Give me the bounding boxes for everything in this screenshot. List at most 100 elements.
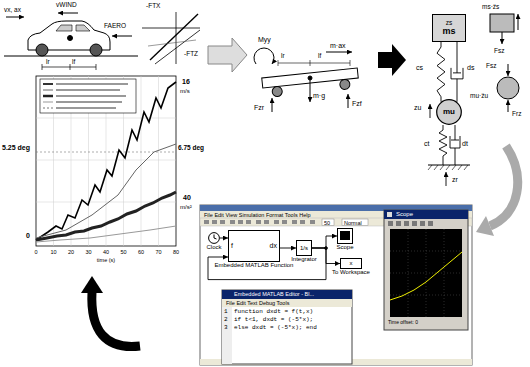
time-series-chart [56, 101, 122, 103]
scope-icon [338, 229, 353, 244]
time-series-chart [43, 83, 128, 109]
flow-arrow [208, 38, 247, 72]
line-number: 3 [224, 325, 228, 332]
block-text: ms [442, 27, 455, 37]
simulink-window [322, 219, 334, 226]
tick-label: 80 [173, 249, 179, 255]
force-plot-sketch [142, 28, 200, 29]
scope-block-shape [337, 228, 353, 244]
editor-window [222, 290, 352, 364]
menu-bar: File Edit Text Debug Tools [226, 300, 289, 306]
axis-value: 5.25 deg [2, 144, 30, 152]
wind-label: vWIND [56, 1, 77, 8]
branch-point [325, 247, 328, 250]
force-plot-sketch [176, 12, 177, 64]
time-series-chart [56, 107, 116, 109]
block-caption: To Workspace [332, 269, 370, 276]
mass-free-body [508, 64, 509, 76]
block-caption: Clock [206, 244, 221, 251]
time-series-chart [36, 76, 176, 246]
time-series-chart [36, 192, 176, 240]
vehicle-illustration [112, 36, 132, 37]
free-body-diagram [278, 60, 279, 66]
free-body-diagram [254, 48, 274, 64]
simulink-window [212, 220, 217, 224]
force-label: Fsz [494, 47, 504, 54]
mass-free-body [497, 77, 519, 99]
vehicle-illustration [56, 25, 90, 31]
axis-unit: m/s² [180, 204, 192, 211]
simulink-window [238, 220, 243, 224]
window-title: Embedded MATLAB Editor - Bl... [234, 291, 314, 297]
force-label: ms·z̈s [482, 3, 499, 10]
tick-label: 0 [34, 249, 37, 255]
toolbar-field: 50 [324, 220, 330, 226]
simulink-window [204, 220, 315, 224]
clock-icon [214, 235, 217, 240]
force-label: -FTZ [184, 50, 198, 57]
suspension-element [451, 42, 463, 102]
simulink-window [220, 220, 225, 224]
menu-bar: File Edit View Simulation Format Tools H… [204, 212, 310, 218]
scope-window [428, 221, 433, 226]
tick-label: 40 [103, 249, 109, 255]
scope-window [384, 210, 468, 219]
block-caption: Scope [336, 244, 353, 251]
status-text: Time offset: 0 [388, 320, 418, 326]
axis-value: 0 [26, 232, 30, 240]
simulink-window [264, 220, 269, 224]
editor-window [222, 299, 352, 307]
scope-window [390, 295, 462, 296]
simulink-window [310, 220, 315, 224]
force-plot-sketch [142, 12, 200, 64]
free-body-diagram [326, 52, 352, 53]
time-series-chart [36, 76, 176, 246]
flow-arrow [81, 276, 103, 293]
scope-block: Scope [332, 228, 358, 251]
axis-value: 6.75 deg [178, 144, 204, 151]
flow-arrow [490, 146, 518, 226]
code-line: else dxdt = (-5*x); end [234, 325, 317, 332]
quarter-car-model [428, 165, 468, 170]
free-body-diagram [339, 79, 350, 90]
force-label: m·ax [330, 42, 346, 50]
simulink-window [274, 220, 279, 224]
simulink-window [230, 220, 235, 224]
dimension-label: lr [281, 52, 285, 59]
line-number: 1 [224, 309, 228, 316]
vehicle-illustration [68, 36, 73, 41]
vehicle-illustration [70, 64, 71, 70]
free-body-diagram [308, 76, 312, 80]
matlab-function-block-shape: fdx [228, 230, 280, 262]
scope-window [390, 229, 462, 317]
time-series-chart [56, 95, 126, 97]
clock-block-icon [208, 232, 220, 244]
spring-label: cs [416, 64, 423, 72]
block-text: mu [443, 108, 455, 117]
free-body-diagram [350, 60, 351, 66]
quarter-car-model [430, 104, 431, 118]
flow-arrow [378, 44, 406, 76]
dimension-label: lf [318, 52, 321, 59]
free-body-diagram [278, 63, 350, 64]
clock-block-shape [208, 232, 220, 244]
damper-label: ds [467, 64, 474, 72]
branch-point [325, 247, 328, 250]
time-series-chart [56, 89, 120, 91]
matlab-function-block: fdxEmbedded MATLAB Function [212, 230, 296, 269]
flow-arrow [476, 216, 494, 236]
block-text: x [350, 260, 353, 267]
scope-window [404, 221, 409, 226]
force-label: -FTX [146, 2, 160, 9]
signal-line [312, 236, 337, 248]
to-workspace-block-shape: x [340, 258, 362, 269]
vehicle-illustration [36, 44, 48, 56]
quarter-car-model [450, 125, 460, 165]
quarter-car-model [439, 125, 447, 165]
time-series-chart [43, 108, 53, 109]
scope-window [420, 221, 425, 226]
flow-arrow [476, 146, 518, 236]
time-series-chart [43, 102, 53, 103]
force-plot-sketch [155, 30, 200, 64]
force-label: Fzr [254, 104, 264, 112]
